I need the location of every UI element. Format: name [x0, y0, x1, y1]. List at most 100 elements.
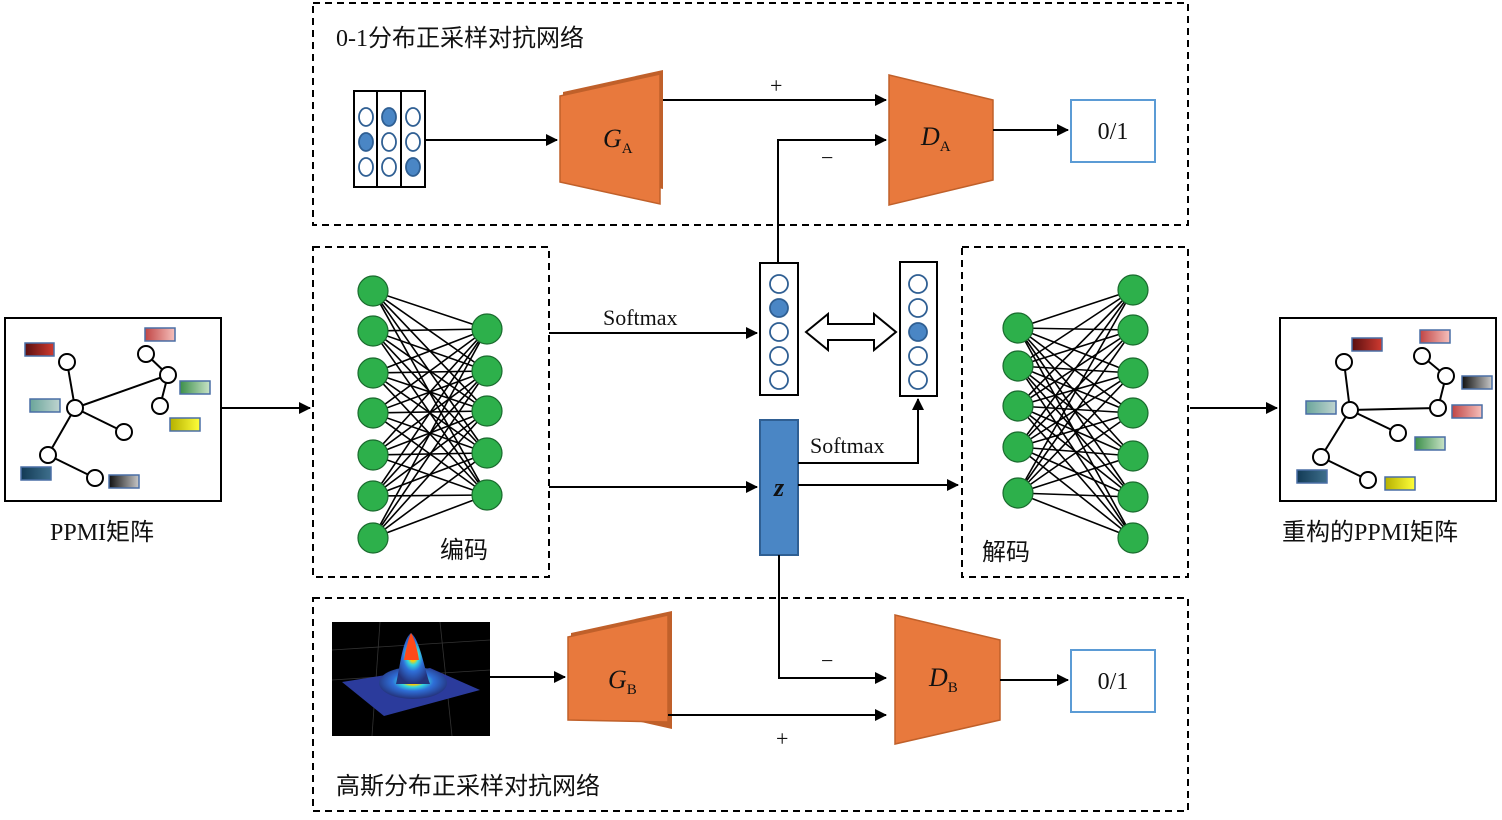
discriminator-a: [888, 74, 994, 206]
decoder-connection: [1017, 327, 1134, 414]
softmax-vector-right: [899, 261, 938, 397]
minus-bottom: −: [821, 648, 833, 673]
generator-a: [559, 70, 663, 205]
encoder-connection: [372, 328, 488, 414]
encoder-node: [471, 313, 503, 345]
decoder-node: [1002, 477, 1034, 509]
decoder-connection: [1017, 327, 1134, 374]
encoder-connection: [372, 328, 488, 332]
decoder-connection: [1017, 412, 1134, 494]
vector-to-da-arrow: [777, 134, 887, 262]
plus-bottom: +: [776, 726, 788, 751]
encoder-connection: [372, 328, 488, 456]
gb-label: GB: [608, 665, 637, 698]
decoder-node: [1002, 431, 1034, 463]
decoder-connection: [1017, 492, 1134, 539]
decoder-connection: [1017, 329, 1134, 448]
input-ppmi-graph: [4, 317, 222, 502]
bottom-gan-group-box: [312, 597, 1189, 812]
encoder-connection: [372, 370, 488, 374]
encoder-node: [357, 315, 389, 347]
decoder-node: [1117, 440, 1149, 472]
encoder-node: [357, 357, 389, 389]
softmax-label-mid: Softmax: [810, 433, 885, 458]
decoder-node: [1002, 312, 1034, 344]
ga-label: GA: [603, 124, 633, 157]
decoder-connection: [1017, 492, 1134, 498]
output-box-bottom: [1070, 649, 1156, 713]
decoder-node: [1002, 350, 1034, 382]
decoder-node: [1117, 481, 1149, 513]
decoder-connection: [1017, 289, 1134, 407]
output-box-top: [1070, 99, 1156, 163]
output-ppmi-graph: [1279, 317, 1497, 502]
bottom-group-title: 高斯分布正采样对抗网络: [336, 773, 600, 800]
encoder-label: 编码: [440, 537, 488, 564]
db-label: DB: [928, 663, 958, 696]
decoder-connection: [1017, 289, 1134, 367]
top-gan-group-box: [312, 2, 1189, 226]
top-group-title: 0-1分布正采样对抗网络: [336, 25, 584, 52]
encoder-network: [357, 275, 503, 554]
z-to-db-arrow: [778, 555, 887, 684]
decoder-node: [1002, 390, 1034, 422]
decoder-connection: [1017, 329, 1134, 494]
input-label: PPMI矩阵: [50, 519, 154, 546]
output-value-bottom: 0/1: [1098, 669, 1129, 695]
encoder-connection: [372, 410, 488, 539]
decoder-connection: [1017, 446, 1134, 457]
encoder-node: [357, 439, 389, 471]
decoder-group-box: [961, 246, 1189, 578]
compare-double-arrow: [804, 311, 898, 353]
decoder-connection: [1017, 405, 1134, 457]
encoder-group-box: [312, 246, 550, 578]
minus-top: −: [821, 145, 833, 170]
encoder-node: [357, 397, 389, 429]
encoder-node: [357, 275, 389, 307]
decoder-connection: [1017, 327, 1134, 331]
encoder-connection: [372, 494, 488, 539]
encoder-connection: [372, 452, 488, 539]
decoder-node: [1117, 314, 1149, 346]
encoder-connection: [372, 290, 488, 330]
discriminator-b: [894, 614, 1001, 745]
decoder-connection: [1017, 455, 1134, 494]
softmax-label-top: Softmax: [603, 305, 678, 330]
gaussian-sample-image: [331, 621, 491, 737]
decoder-connection: [1017, 289, 1134, 448]
plus-top: +: [770, 73, 782, 98]
da-label: DA: [920, 122, 951, 155]
encoder-connection: [372, 370, 488, 539]
softmax-vector-left: [759, 262, 799, 396]
encoder-connection: [372, 328, 488, 497]
z-softmax-to-vector-arrow: [798, 398, 924, 464]
onehot-sample-matrix: [353, 90, 426, 188]
encoder-node: [471, 395, 503, 427]
decoder-node: [1117, 522, 1149, 554]
encoder-node: [471, 479, 503, 511]
decoder-connection: [1017, 412, 1134, 448]
decoder-connection: [1017, 372, 1134, 494]
output-value-top: 0/1: [1098, 119, 1129, 145]
encoder-node: [471, 355, 503, 387]
decoder-connection: [1017, 289, 1134, 329]
decoder-node: [1117, 397, 1149, 429]
encoder-node: [471, 437, 503, 469]
output-label: 重构的PPMI矩阵: [1282, 519, 1458, 546]
decoder-label: 解码: [982, 539, 1030, 566]
decoder-connection: [1017, 289, 1134, 494]
decoder-node: [1117, 357, 1149, 389]
generator-b: [567, 611, 672, 729]
encoder-node: [357, 480, 389, 512]
decoder-connection: [1017, 446, 1134, 539]
encoder-connection: [372, 328, 488, 539]
decoder-node: [1117, 274, 1149, 306]
decoder-connection: [1017, 446, 1134, 498]
latent-z-label: z: [773, 473, 785, 502]
decoder-network: [1002, 274, 1149, 554]
decoder-connection: [1017, 372, 1134, 448]
latent-z-block: [759, 419, 799, 556]
encoder-connection: [372, 328, 488, 374]
